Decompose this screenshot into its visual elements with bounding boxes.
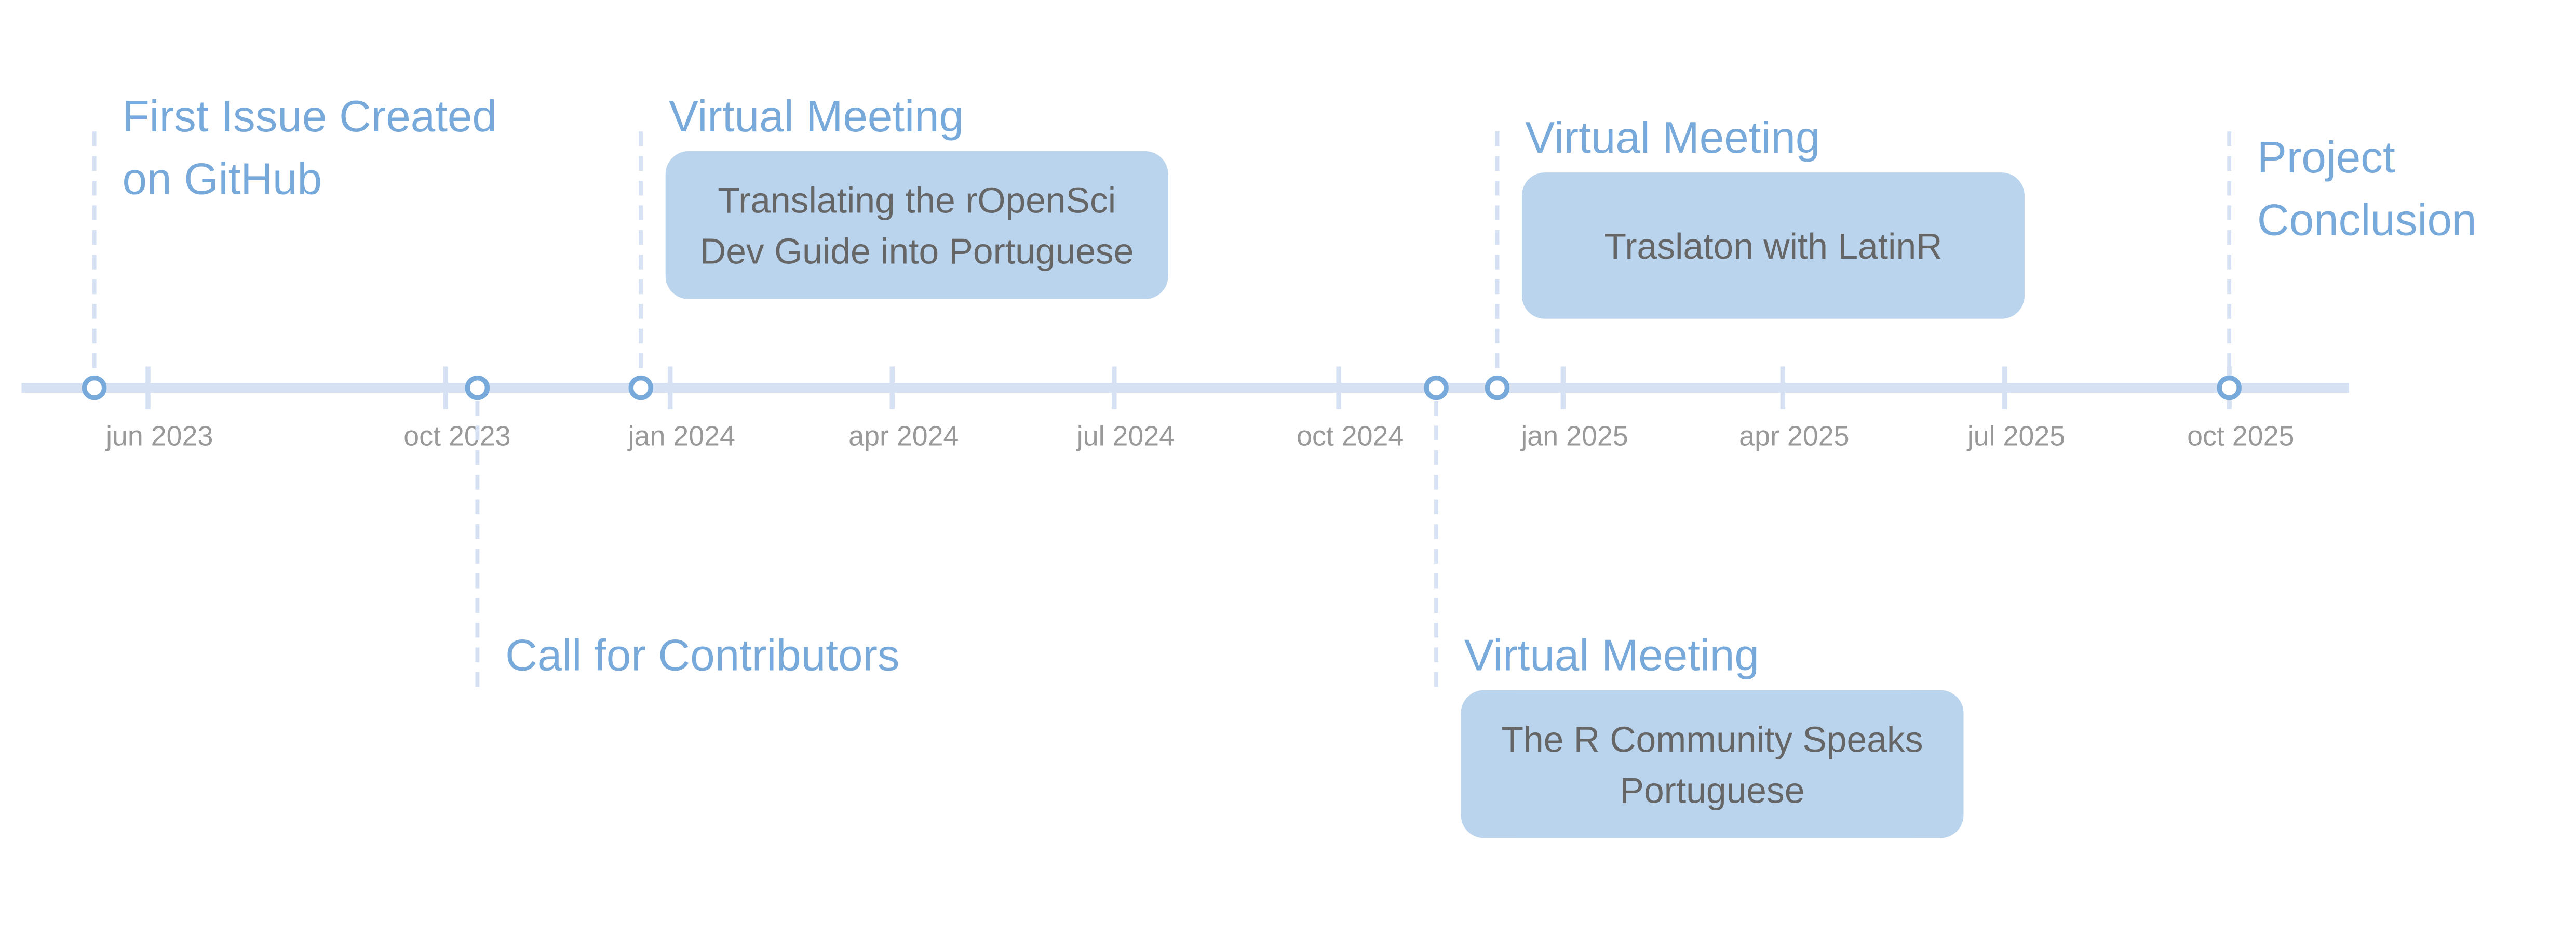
tick-label: apr 2025 <box>1739 420 1849 451</box>
event-description-box <box>1461 690 1964 838</box>
event-marker <box>2217 375 2242 400</box>
event-description-box <box>1521 172 2025 319</box>
event-marker <box>465 375 490 400</box>
event-description-text: Dev Guide into Portuguese <box>700 231 1134 272</box>
tick-label: jul 2024 <box>1076 420 1175 451</box>
event-description-text: Traslaton with LatinR <box>1604 226 1942 266</box>
tick-label: apr 2024 <box>848 420 959 451</box>
event-marker <box>628 375 653 400</box>
event-title: Virtual Meeting <box>1464 631 1759 680</box>
tick-label: oct 2025 <box>2187 420 2294 451</box>
event-title: Conclusion <box>2257 195 2477 245</box>
event-marker <box>82 375 107 400</box>
tick-label: jan 2024 <box>627 420 735 451</box>
event-title: Project <box>2257 133 2395 182</box>
tick-label: oct 2024 <box>1297 420 1404 451</box>
axis-layer: jun 2023 oct 2023 jan 2024 apr 2024 jul 2024… <box>21 366 2350 451</box>
event-title: First Issue Created <box>122 92 496 141</box>
event-description-text: Translating the rOpenSci <box>718 180 1116 221</box>
tick-label: jun 2023 <box>105 420 213 451</box>
marker-layer <box>82 375 2242 400</box>
event-title: Virtual Meeting <box>1525 113 1820 163</box>
tick-label: jul 2025 <box>1966 420 2065 451</box>
event-description-box <box>665 151 1168 299</box>
event-marker <box>1485 375 1510 400</box>
event-marker <box>1424 375 1449 400</box>
tick-label: jan 2025 <box>1520 420 1628 451</box>
event-title: Call for Contributors <box>505 631 899 680</box>
event-description-text: The R Community Speaks <box>1501 719 1923 759</box>
event-title: Virtual Meeting <box>669 92 964 141</box>
box-layer <box>665 151 2025 838</box>
event-title: on GitHub <box>122 154 322 204</box>
tick-label: oct 2023 <box>403 420 510 451</box>
guide-layer <box>92 131 2232 693</box>
event-description-text: Portuguese <box>1620 770 1805 810</box>
